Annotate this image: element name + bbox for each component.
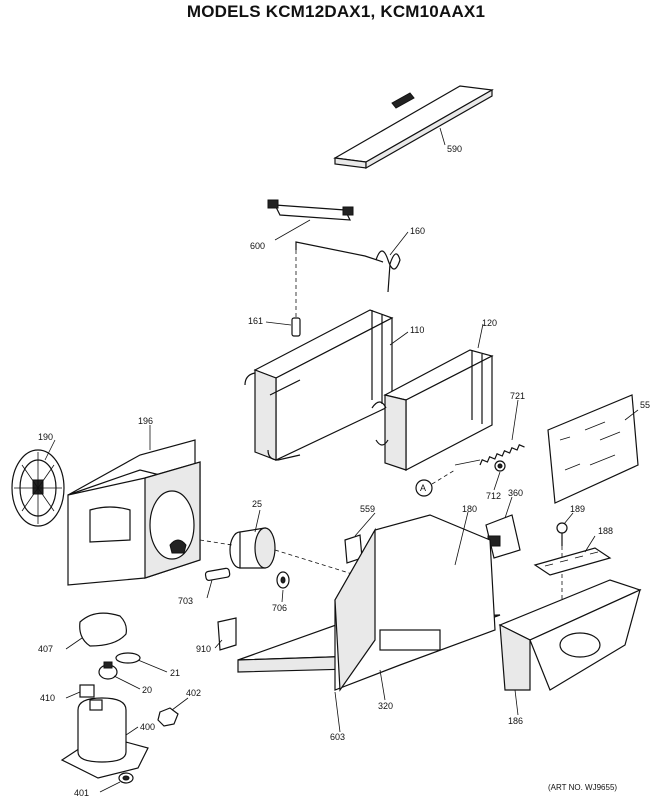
label-21: 21	[170, 668, 180, 678]
part-110-evaporator-coil[interactable]	[244, 309, 394, 461]
part-labels: 590 600 160 161 110 120 721 55 712 196 1…	[38, 144, 650, 798]
label-196: 196	[138, 416, 153, 426]
part-55-wiring-card[interactable]	[547, 394, 639, 504]
label-706: 706	[272, 603, 287, 613]
part-400-compressor[interactable]	[60, 697, 149, 779]
label-410: 410	[40, 693, 55, 703]
label-180: 180	[462, 504, 477, 514]
label-712: 712	[486, 491, 501, 501]
label-559: 559	[360, 504, 375, 514]
part-712-grommet[interactable]	[494, 460, 506, 472]
label-20: 20	[142, 685, 152, 695]
label-400: 400	[140, 722, 155, 732]
part-402-nut[interactable]	[157, 707, 179, 727]
part-910-bracket[interactable]	[217, 617, 237, 651]
part-161-sensor[interactable]	[291, 250, 301, 337]
part-407-cover[interactable]	[79, 612, 127, 647]
part-721-spring[interactable]	[454, 443, 525, 466]
part-706-grommet[interactable]	[276, 571, 290, 589]
label-320: 320	[378, 701, 393, 711]
label-25: 25	[252, 499, 262, 509]
part-360-bracket[interactable]	[485, 514, 521, 559]
label-721: 721	[510, 391, 525, 401]
part-160-tube[interactable]	[295, 241, 401, 293]
part-196-fan-shroud[interactable]	[67, 439, 201, 586]
part-703-capacitor[interactable]	[204, 567, 231, 581]
label-188: 188	[598, 526, 613, 536]
part-186-front-panel[interactable]	[498, 579, 642, 691]
part-120-condenser-coil[interactable]	[371, 349, 494, 471]
part-410-overload[interactable]	[79, 684, 95, 698]
label-402: 402	[186, 688, 201, 698]
part-25-motor[interactable]	[199, 527, 421, 596]
callout-a-letter: A	[420, 483, 426, 493]
label-603: 603	[330, 732, 345, 742]
part-320-base-pan[interactable]	[237, 514, 501, 692]
art-number: (ART NO. WJ9655)	[548, 783, 618, 792]
part-21-gasket[interactable]	[115, 652, 141, 664]
label-600: 600	[250, 241, 265, 251]
label-160: 160	[410, 226, 425, 236]
label-190: 190	[38, 432, 53, 442]
part-590-top-panel[interactable]	[333, 85, 494, 170]
label-703: 703	[178, 596, 193, 606]
leader-lines	[44, 127, 639, 793]
label-55: 55	[640, 400, 650, 410]
part-188-pad[interactable]	[533, 547, 612, 576]
label-120: 120	[482, 318, 497, 328]
label-910: 910	[196, 644, 211, 654]
part-401-mount[interactable]	[118, 772, 134, 784]
label-360: 360	[508, 488, 523, 498]
part-600-bracket[interactable]	[267, 199, 354, 221]
part-190-blower-wheel[interactable]	[11, 449, 65, 527]
label-407: 407	[38, 644, 53, 654]
label-401: 401	[74, 788, 89, 798]
label-161: 161	[248, 316, 263, 326]
label-189: 189	[570, 504, 585, 514]
callout-a: A	[415, 469, 456, 497]
label-590: 590	[447, 144, 462, 154]
part-20-terminal[interactable]	[98, 661, 118, 680]
label-110: 110	[410, 325, 424, 335]
part-189-screw[interactable]	[556, 522, 568, 620]
diagram-title: MODELS KCM12DAX1, KCM10AAX1	[186, 2, 486, 21]
label-186: 186	[508, 716, 523, 726]
